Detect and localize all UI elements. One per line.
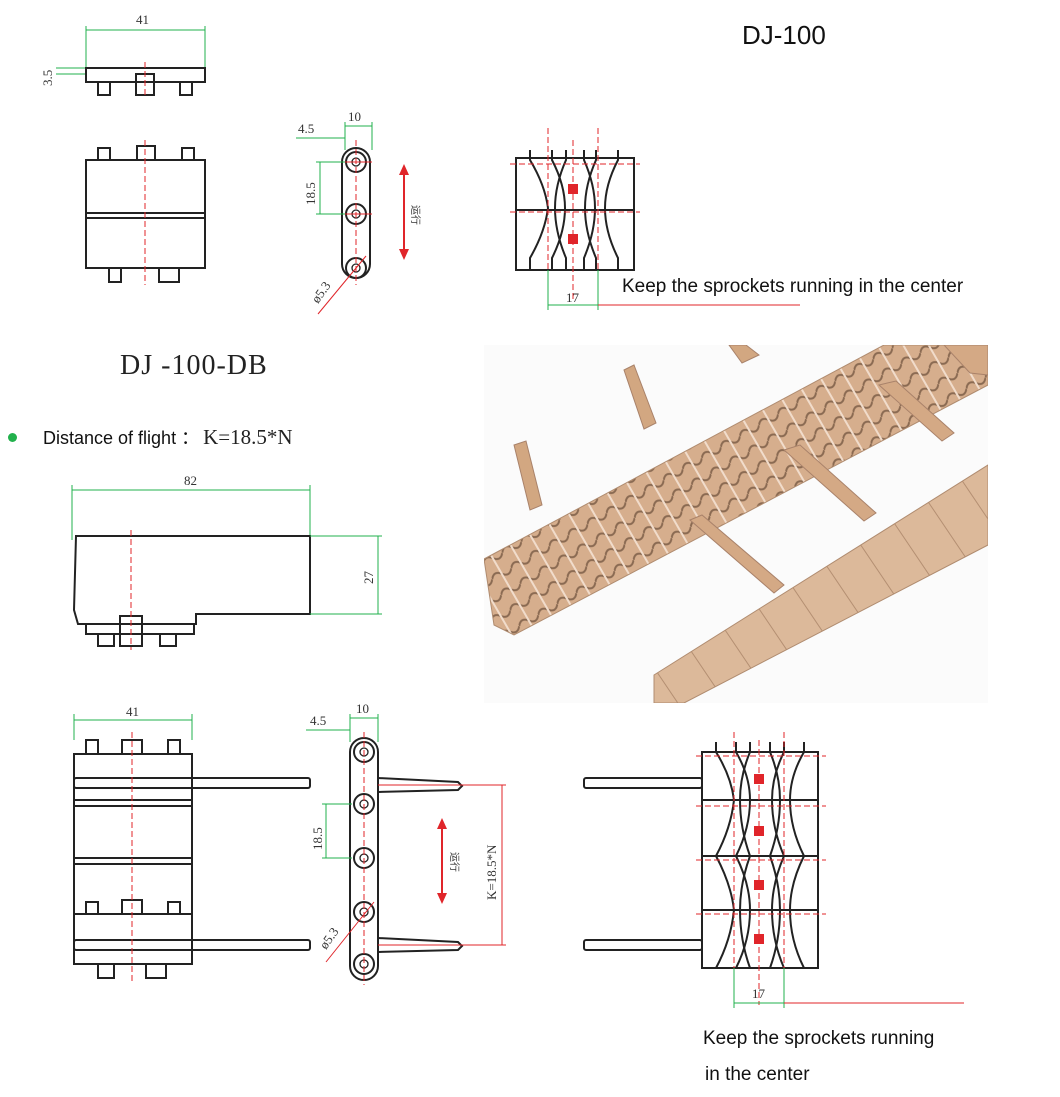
dim-18-5-bottom: 18.5: [310, 827, 325, 850]
dim-82: 82: [184, 473, 197, 488]
db-top-view: 41: [73, 704, 311, 984]
product-subtitle: DJ -100-DB: [120, 350, 268, 381]
dim-k-formula: K=18.5*N: [484, 844, 499, 900]
db-mesh-view: 17: [583, 732, 964, 1008]
dim-41-bottom: 41: [126, 704, 139, 719]
dim-10-top: 10: [348, 109, 361, 124]
sprocket-note-top: Keep the sprockets running in the center: [622, 276, 964, 297]
dim-4-5-top: 4.5: [298, 121, 314, 136]
mesh-view-top: 17: [510, 128, 800, 310]
top-view-block: [85, 140, 206, 285]
sprocket-note-bottom-line1: Keep the sprockets running: [703, 1028, 935, 1049]
dim-41-top: 41: [136, 12, 149, 27]
dim-18-5-top: 18.5: [303, 182, 318, 205]
direction-label-top: 运行: [409, 205, 422, 225]
end-view-top: 41 3.5: [40, 12, 206, 98]
direction-label-bottom: 运行: [448, 852, 461, 872]
sprocket-note-bottom-line2: in the center: [705, 1064, 810, 1085]
dim-27: 27: [361, 571, 376, 585]
dim-3-5: 3.5: [40, 70, 55, 86]
flight-distance-label: Distance of flight ：: [43, 428, 200, 448]
flight-distance-formula: K=18.5*N: [203, 424, 293, 449]
bullet-icon: [8, 432, 17, 442]
db-end-view: 82 27: [71, 473, 382, 650]
dim-4-5-bottom: 4.5: [310, 713, 326, 728]
dim-17-top: 17: [566, 290, 580, 305]
flight-distance-row: Distance of flight ： K=18.5*N: [8, 424, 293, 450]
dim-hole-5-3-top: ø5.3: [308, 278, 333, 305]
side-view-chain-top: 4.5 10 18.5 ø5.3 运行: [296, 109, 422, 315]
product-title: DJ-100: [742, 20, 826, 50]
dim-10-bottom: 10: [356, 701, 369, 716]
dim-17-bottom: 17: [752, 986, 766, 1001]
db-side-view-chain: 4.5 10 18.5 ø5.3 运行: [306, 701, 506, 985]
belt-product-photo: [484, 345, 988, 703]
